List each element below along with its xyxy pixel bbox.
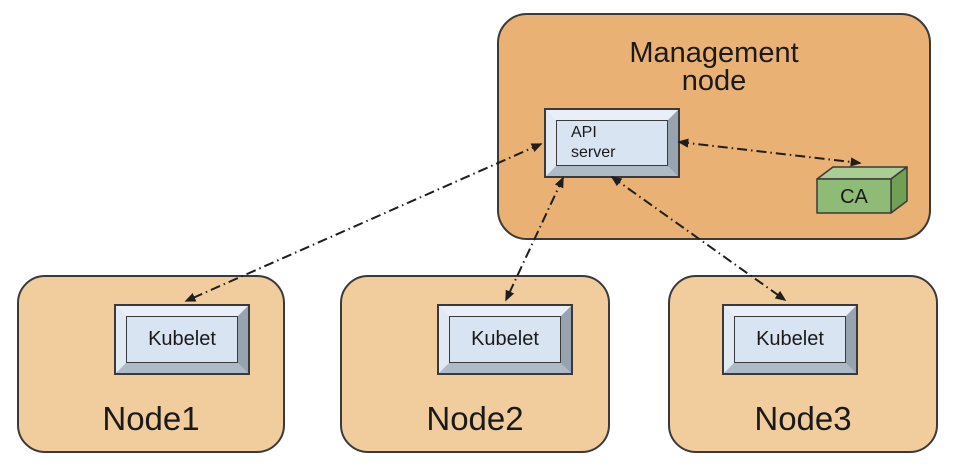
node1-label: Node1 — [102, 400, 200, 437]
kubelet3-box: Kubelet — [722, 304, 858, 375]
api-server-bevel: API server — [546, 110, 678, 176]
management-node-title: Management node — [629, 37, 799, 97]
kubelet3-label: Kubelet — [734, 316, 846, 363]
kubelet2-bevel: Kubelet — [439, 306, 571, 373]
ca-label: CA — [840, 186, 868, 208]
kubelet1-box: Kubelet — [114, 304, 250, 375]
node3-box: Kubelet Node3 — [668, 275, 938, 453]
node3-label: Node3 — [754, 400, 852, 437]
kubelet3-bevel: Kubelet — [724, 306, 856, 373]
management-node: Management node API server CA — [497, 13, 931, 240]
kubelet2-label: Kubelet — [449, 316, 561, 363]
kubelet2-box: Kubelet — [437, 304, 573, 375]
kubelet1-label: Kubelet — [126, 316, 238, 363]
node2-label: Node2 — [426, 400, 524, 437]
ca-front-face — [816, 178, 892, 214]
api-server-label: API server — [556, 120, 668, 166]
kubelet1-bevel: Kubelet — [116, 306, 248, 373]
ca-box: CA — [816, 166, 908, 214]
node1-box: Kubelet Node1 — [17, 275, 285, 453]
api-server-box: API server — [544, 108, 680, 178]
node2-box: Kubelet Node2 — [340, 275, 610, 453]
